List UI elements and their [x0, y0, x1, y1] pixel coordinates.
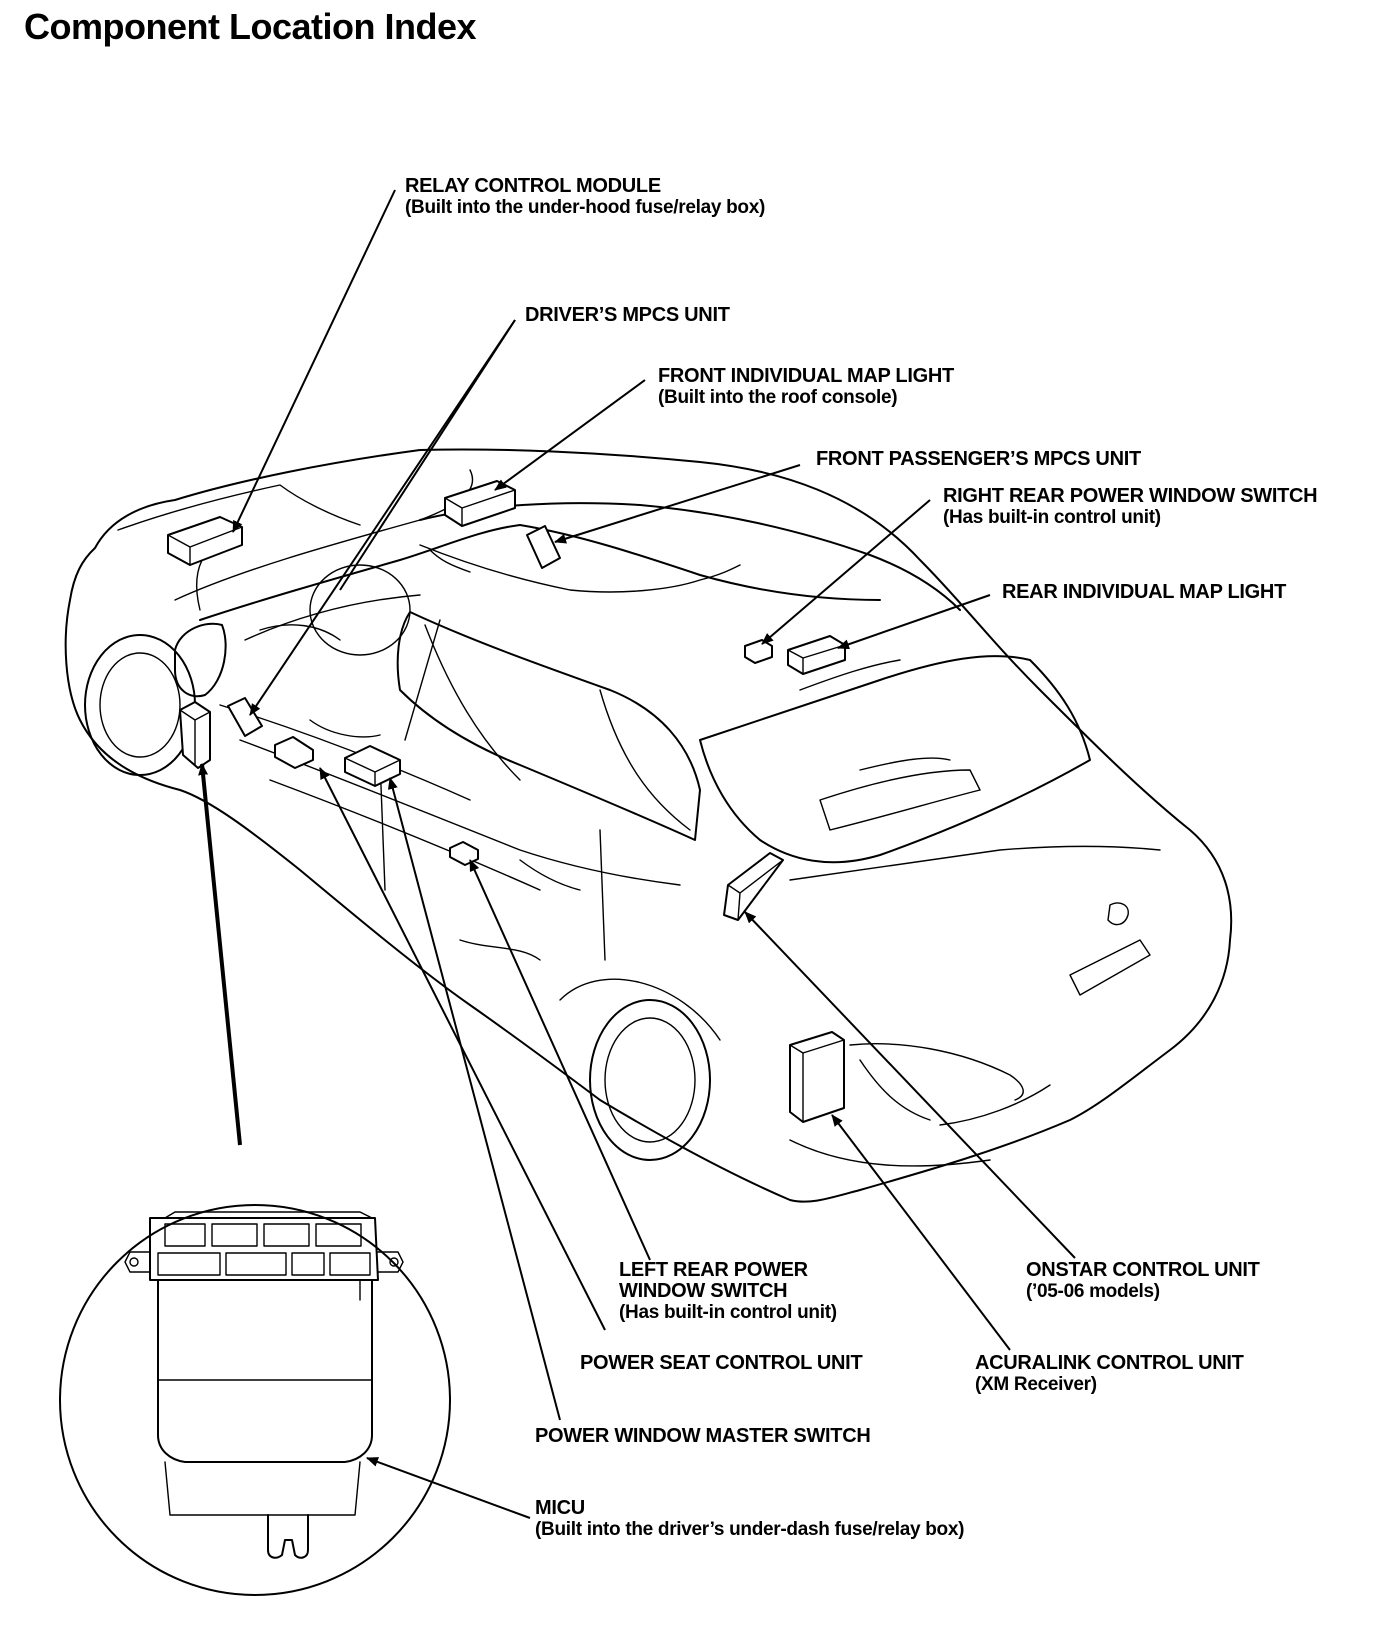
right-rear-window-switch-box	[744, 639, 773, 664]
label-acuralink-control-unit: ACURALINK CONTROL UNIT (XM Receiver)	[975, 1352, 1244, 1396]
acuralink-control-box	[789, 1031, 845, 1123]
label-drivers-mpcs-unit: DRIVER’S MPCS UNIT	[525, 305, 730, 326]
micu-location-box	[179, 701, 211, 769]
power-window-master-switch-name: POWER WINDOW MASTER SWITCH	[535, 1425, 871, 1447]
label-front-passengers-mpcs-unit: FRONT PASSENGER’S MPCS UNIT	[816, 449, 1141, 470]
page-title: Component Location Index	[24, 6, 477, 47]
left-rear-window-switch-box	[449, 841, 479, 866]
label-right-rear-power-window-switch: RIGHT REAR POWER WINDOW SWITCH (Has buil…	[943, 485, 1318, 529]
front-map-light-note: (Built into the roof console)	[658, 387, 898, 408]
label-relay-control-module: RELAY CONTROL MODULE (Built into the und…	[405, 175, 766, 219]
label-micu: MICU (Built into the driver’s under-dash…	[535, 1497, 965, 1541]
relay-control-module-note: (Built into the under-hood fuse/relay bo…	[405, 197, 766, 218]
relay-control-module-box	[167, 516, 243, 566]
label-power-seat-control-unit: POWER SEAT CONTROL UNIT	[580, 1352, 863, 1374]
label-power-window-master-switch: POWER WINDOW MASTER SWITCH	[535, 1426, 871, 1447]
onstar-control-unit-name: ONSTAR CONTROL UNIT	[1026, 1259, 1260, 1281]
front-map-light-box	[444, 480, 516, 527]
power-window-master-box	[344, 745, 401, 787]
label-onstar-control-unit: ONSTAR CONTROL UNIT (’05-06 models)	[1026, 1259, 1260, 1303]
front-passenger-mpcs-box	[526, 525, 561, 569]
front-passengers-mpcs-name: FRONT PASSENGER’S MPCS UNIT	[816, 448, 1141, 470]
micu-note: (Built into the driver’s under-dash fuse…	[535, 1519, 965, 1540]
acuralink-control-unit-note: (XM Receiver)	[975, 1374, 1097, 1395]
onstar-control-unit-note: (’05-06 models)	[1026, 1281, 1160, 1302]
left-rear-window-switch-name-2: WINDOW SWITCH	[619, 1280, 788, 1302]
drivers-mpcs-box	[227, 697, 263, 737]
label-rear-individual-map-light: REAR INDIVIDUAL MAP LIGHT	[1002, 582, 1286, 603]
drivers-mpcs-unit-name: DRIVER’S MPCS UNIT	[525, 304, 730, 326]
car-outline	[64, 448, 1233, 1203]
label-left-rear-power-window-switch: LEFT REAR POWER WINDOW SWITCH (Has built…	[619, 1259, 837, 1324]
relay-control-module-name: RELAY CONTROL MODULE	[405, 175, 661, 197]
right-rear-window-switch-name: RIGHT REAR POWER WINDOW SWITCH	[943, 485, 1318, 507]
power-seat-control-unit-name: POWER SEAT CONTROL UNIT	[580, 1352, 863, 1374]
right-rear-window-switch-note: (Has built-in control unit)	[943, 507, 1161, 528]
micu-name: MICU	[535, 1497, 585, 1519]
micu-detail-view	[59, 1204, 451, 1596]
power-seat-control-box	[274, 736, 314, 769]
acuralink-control-unit-name: ACURALINK CONTROL UNIT	[975, 1352, 1244, 1374]
rear-map-light-name: REAR INDIVIDUAL MAP LIGHT	[1002, 581, 1286, 603]
front-map-light-name: FRONT INDIVIDUAL MAP LIGHT	[658, 365, 954, 387]
rear-map-light-box	[787, 635, 846, 675]
left-rear-window-switch-name-1: LEFT REAR POWER	[619, 1259, 808, 1281]
label-front-individual-map-light: FRONT INDIVIDUAL MAP LIGHT (Built into t…	[658, 365, 954, 409]
left-rear-window-switch-note: (Has built-in control unit)	[619, 1302, 837, 1323]
leader-lines	[198, 189, 1076, 1519]
onstar-control-box	[723, 852, 784, 921]
